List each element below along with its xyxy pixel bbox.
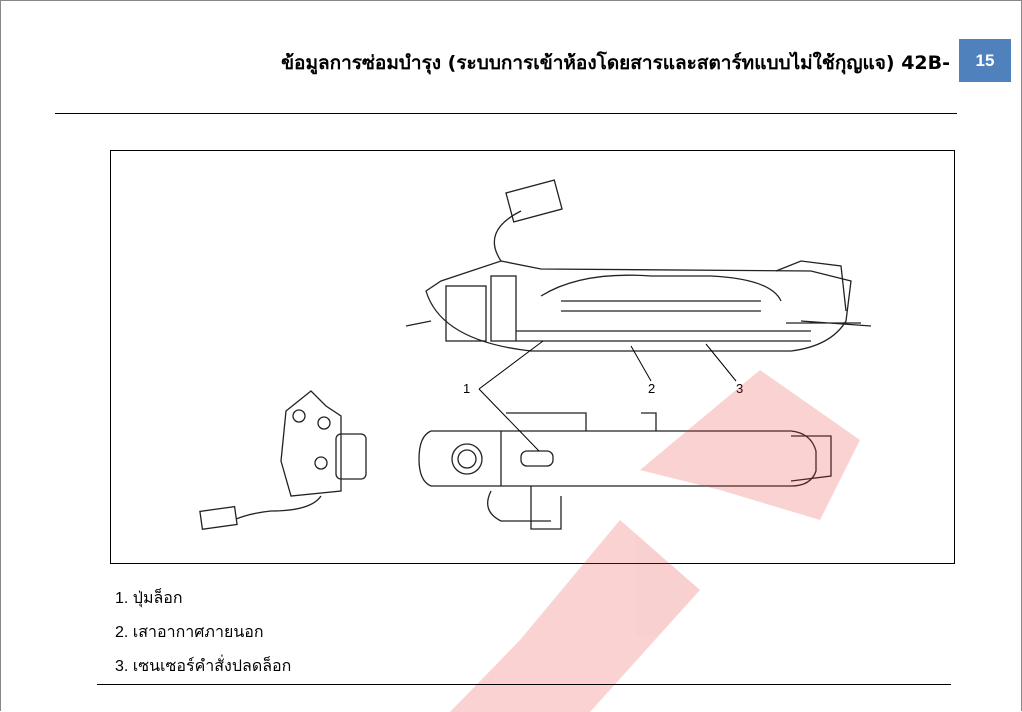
callout-3: 3 [736, 381, 743, 396]
handle-assembly-top [405, 179, 872, 352]
sensor-assembly-left [199, 390, 367, 531]
page-title: ข้อมูลการซ่อมบำรุง (ระบบการเข้าห้องโดยสา… [281, 52, 950, 74]
handle-assembly-bottom [418, 412, 832, 530]
figure-legend: 1. ปุ่มล็อก 2. เสาอากาศภายนอก 3. เซนเซอร… [115, 586, 291, 688]
header-divider [55, 113, 957, 114]
legend-item: 3. เซนเซอร์คำสั่งปลดล็อก [115, 658, 292, 675]
footer-divider [97, 684, 951, 685]
callout-2: 2 [648, 381, 655, 396]
page-number-badge: 15 [959, 39, 1011, 82]
door-handle-diagram: 1 2 3 [110, 150, 955, 564]
legend-item: 2. เสาอากาศภายนอก [115, 624, 264, 641]
callout-1: 1 [463, 381, 470, 396]
legend-item: 1. ปุ่มล็อก [115, 590, 183, 607]
